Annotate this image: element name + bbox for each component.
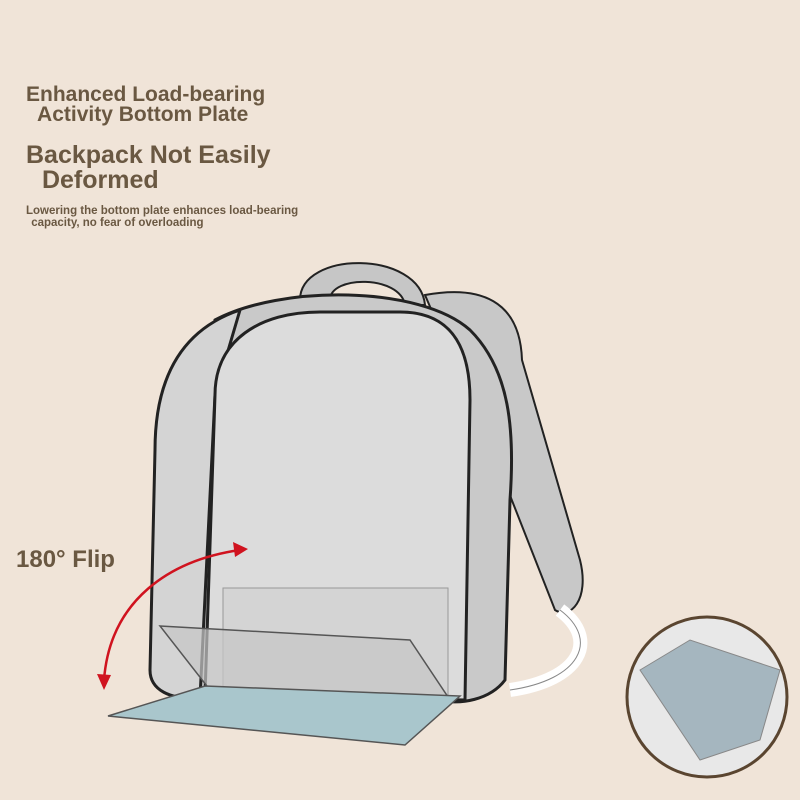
bottom-plate xyxy=(107,685,462,746)
description-line2: capacity, no fear of overloading xyxy=(28,217,204,229)
inset-plate xyxy=(639,639,781,761)
flip-label: 180° Flip xyxy=(16,546,115,573)
headline-line2: Activity Bottom Plate xyxy=(32,103,249,126)
headline-line1: Enhanced Load-bearing xyxy=(26,83,266,106)
arrow-head-top xyxy=(233,542,248,557)
strap-loop xyxy=(508,604,588,697)
description-line1: Lowering the bottom plate enhances load-… xyxy=(26,205,299,217)
subheadline-line2: Deformed xyxy=(35,166,159,194)
arrow-head-bottom xyxy=(97,674,111,690)
subheadline-line1: Backpack Not Easily xyxy=(26,141,271,169)
flip-arrow xyxy=(102,548,241,681)
